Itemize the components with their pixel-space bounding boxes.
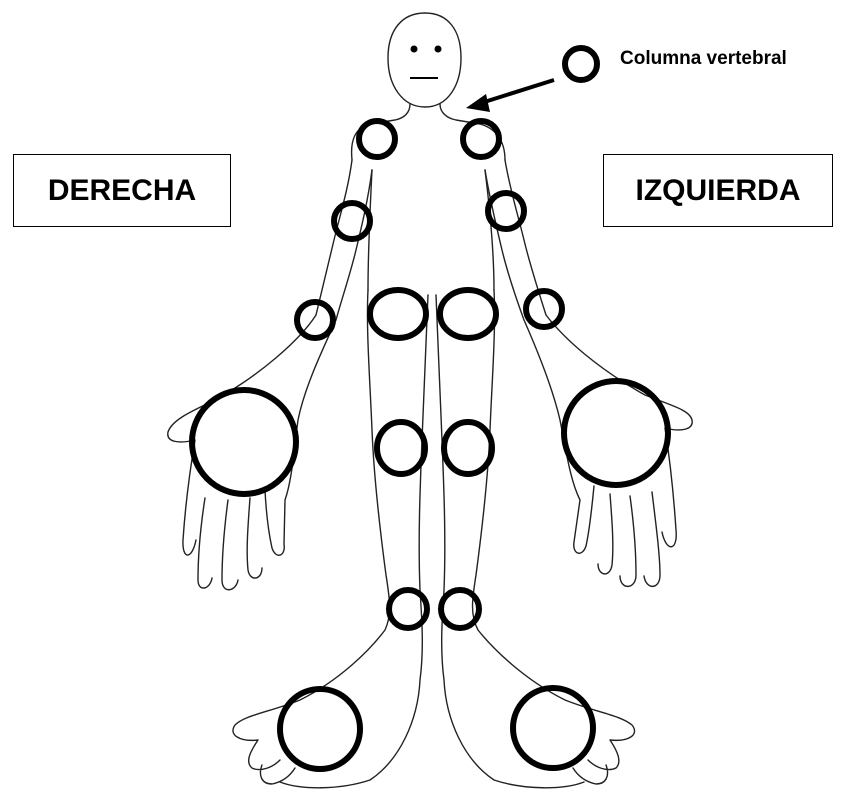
joint-right-shoulder	[356, 118, 398, 160]
spine-arrow-head	[466, 94, 490, 112]
joint-right-elbow	[331, 200, 373, 242]
joint-left-elbow	[485, 190, 527, 232]
right-leg-outline	[232, 289, 429, 789]
joint-right-hip	[367, 287, 429, 341]
joint-right-knee	[374, 419, 428, 477]
joint-left-wrist	[523, 288, 565, 330]
joint-markers	[189, 45, 671, 772]
right-arm-outline	[167, 159, 373, 591]
legend-joint-marker	[562, 45, 600, 83]
joint-right-foot	[277, 686, 363, 772]
right-side-label-box: DERECHA	[13, 154, 231, 227]
left-side-label: IZQUIERDA	[635, 173, 801, 207]
left-leg-outline	[435, 289, 636, 789]
right-side-label: DERECHA	[47, 173, 197, 207]
joint-right-hand	[189, 387, 299, 497]
joint-left-ankle	[438, 587, 482, 631]
left-arm-outline	[484, 159, 693, 588]
head-outline	[387, 12, 462, 108]
left-side-label-box: IZQUIERDA	[603, 154, 833, 227]
torso-outline	[350, 103, 506, 161]
joint-left-hip	[437, 287, 499, 341]
joint-right-ankle	[386, 587, 430, 631]
spine-legend-label: Columna vertebral	[620, 48, 787, 69]
joint-left-knee	[441, 419, 495, 477]
joint-right-wrist	[294, 299, 336, 341]
joint-left-shoulder	[460, 118, 502, 160]
eye-right	[410, 45, 418, 53]
eye-left	[434, 45, 442, 53]
body-outline	[167, 12, 693, 789]
spine-arrow-line	[477, 78, 555, 106]
joint-left-foot	[510, 685, 596, 771]
hips-outline	[367, 169, 495, 291]
joint-left-hand	[561, 378, 671, 488]
